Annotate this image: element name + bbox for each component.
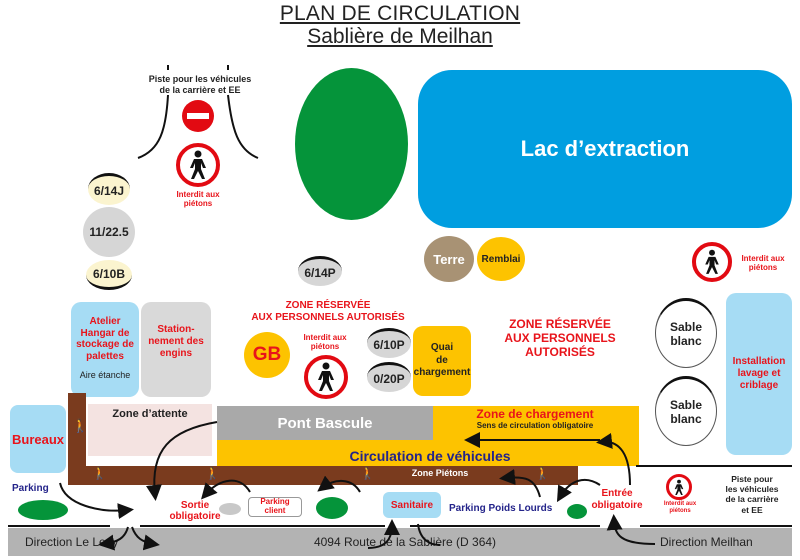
green-area-tiny (567, 504, 587, 519)
parking-poids-lourds: Parking Poids Lourds (449, 503, 553, 514)
installation-lavage-criblage: Installation lavage et criblage (726, 293, 792, 455)
grey-marker (219, 503, 241, 515)
right-pedestrian-sign-label: Interdit aux piétons (741, 254, 785, 273)
bottom-track-label: Piste pour les véhicules de la carrière … (725, 474, 779, 515)
reserved-zone-right: ZONE RÉSERVÉE AUX PERSONNELS AUTORISÉS (504, 317, 616, 359)
stockpile-6-10b: 6/10B (86, 260, 132, 290)
bottom-pedestrian-sign-label: Interdit aux piétons (663, 501, 697, 514)
pont-bascule: Pont Bascule (217, 406, 433, 440)
plan-title: PLAN DE CIRCULATION (279, 2, 521, 25)
stockpile-11-22-5: 11/22.5 (83, 207, 135, 257)
stockpile-6-10p: 6/10P (367, 328, 411, 358)
road-name: 4094 Route de la Sablière (D 364) (313, 535, 497, 549)
stockpile-6-14j: 6/14J (88, 173, 130, 205)
parking-client: Parking client (248, 497, 302, 517)
top-pedestrian-sign-label: Interdit aux piétons (176, 190, 220, 209)
entree-obligatoire: Entrée obligatoire (591, 488, 643, 511)
stockpile-0-20p: 0/20P (367, 362, 411, 392)
pedestrian-path-vertical (68, 393, 86, 485)
top-track-label: Piste pour les véhicules de la carrière … (148, 74, 252, 95)
sanitaire: Sanitaire (383, 492, 441, 518)
no-pedestrians-icon (666, 474, 692, 500)
terre-pile: Terre (424, 236, 474, 282)
remblai-pile: Remblai (477, 237, 525, 281)
direction-le-leuy: Direction Le Leuy (25, 535, 119, 549)
pedestrian-path-horizontal (68, 466, 578, 485)
quai-chargement: Quai de chargement (413, 326, 471, 396)
no-pedestrians-icon (176, 143, 220, 187)
no-pedestrians-icon (304, 355, 348, 399)
no-entry-icon (182, 100, 214, 132)
plan-subtitle: Sablière de Meilhan (307, 25, 493, 48)
atelier-hangar: Atelier Hangar de stockage de palettes A… (71, 302, 139, 397)
circulation-label: Circulation de véhicules (349, 448, 511, 464)
green-area-small (316, 497, 348, 519)
zone-attente: Zone d’attente (88, 404, 212, 456)
sable-blanc-1: Sable blanc (655, 298, 717, 368)
pedestrian-icon: 🚶 (72, 418, 89, 433)
reserved-zone-center: ZONE RÉSERVÉE AUX PERSONNELS AUTORISÉS (251, 300, 405, 323)
stockpile-6-14p: 6/14P (298, 256, 342, 286)
parking-label: Parking (12, 483, 49, 494)
lake-extraction: Lac d’extraction (418, 70, 792, 228)
pedestrian-icon: 🚶 (205, 466, 220, 480)
direction-meilhan: Direction Meilhan (660, 535, 753, 549)
sable-blanc-2: Sable blanc (655, 376, 717, 446)
sortie-obligatoire: Sortie obligatoire (169, 500, 221, 522)
pedestrian-icon: 🚶 (92, 466, 107, 480)
parking-green-area (18, 500, 68, 520)
no-pedestrians-icon (692, 242, 732, 282)
pedestrian-icon: 🚶 (360, 466, 375, 480)
gb-pile: GB (244, 332, 290, 378)
zone-pietons-label: Zone Piétons (411, 468, 469, 478)
center-pedestrian-sign-label: Interdit aux piétons (303, 333, 347, 352)
bureaux: Bureaux (10, 405, 66, 473)
green-area (295, 68, 408, 220)
road (8, 528, 792, 556)
pedestrian-icon: 🚶 (535, 466, 550, 480)
zone-chargement: Zone de chargement Sens de circulation o… (476, 407, 594, 430)
stationnement-engins: Station- nement des engins (141, 302, 211, 397)
